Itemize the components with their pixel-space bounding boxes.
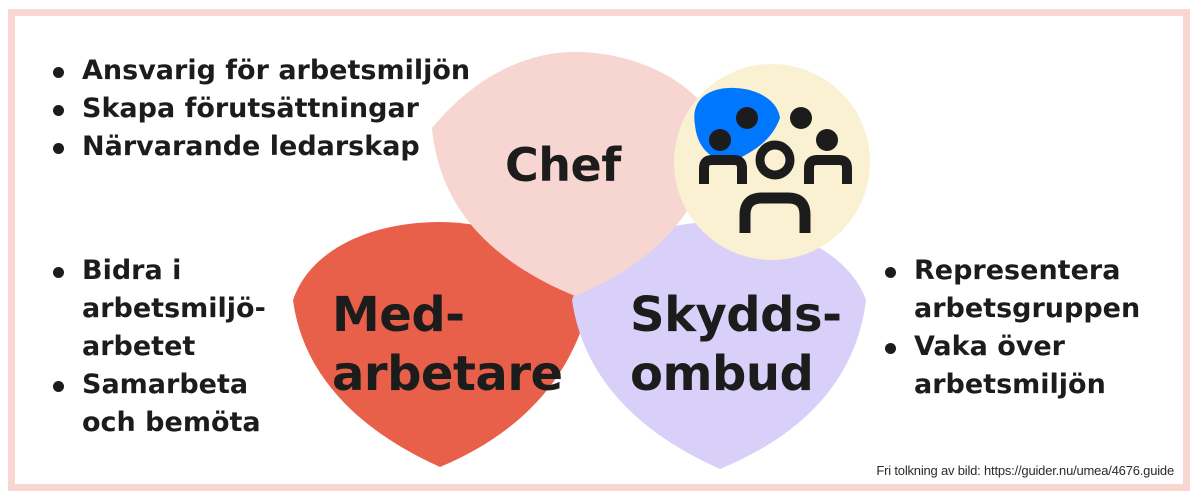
chef-label: Chef — [505, 137, 621, 193]
list-item: Närvarande ledarskap — [50, 128, 470, 166]
list-item: Bidra i arbetsmiljö- arbetet — [50, 252, 266, 366]
group-of-people-icon — [699, 107, 852, 233]
skyddsombud-responsibilities: Representera arbetsgruppen Vaka över arb… — [882, 252, 1140, 404]
medarbetare-label-line1: Med- — [332, 287, 465, 343]
list-item: Skapa förutsättningar — [50, 90, 470, 128]
medarbetare-label-line2: arbetare — [332, 346, 563, 402]
skyddsombud-label: Skydds- ombud — [630, 286, 842, 404]
list-item: Samarbeta och bemöta — [50, 366, 266, 442]
skyddsombud-label-line1: Skydds- — [630, 287, 842, 343]
chef-label-text: Chef — [505, 138, 621, 192]
list-item: Ansvarig för arbetsmiljön — [50, 52, 470, 90]
chef-responsibilities: Ansvarig för arbetsmiljön Skapa förutsät… — [50, 52, 470, 166]
chef-shape — [432, 52, 718, 296]
medarbetare-shape — [293, 222, 590, 467]
medarbetare-responsibilities: Bidra i arbetsmiljö- arbetet Samarbeta o… — [50, 252, 266, 442]
image-credit: Fri tolkning av bild: https://guider.nu/… — [876, 463, 1174, 478]
medarbetare-label: Med- arbetare — [332, 286, 563, 404]
list-item: Representera arbetsgruppen — [882, 252, 1140, 328]
skyddsombud-label-line2: ombud — [630, 346, 814, 402]
skyddsombud-shape — [572, 222, 866, 469]
list-item: Vaka över arbetsmiljön — [882, 328, 1140, 404]
